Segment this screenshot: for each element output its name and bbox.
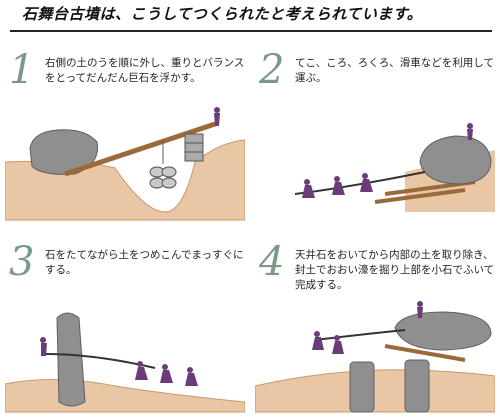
step-number: 4 [259, 239, 285, 285]
step-panel-2: 2 てこ、ころ、ろくろ、滑車などを利用して運ぶ。 [255, 40, 495, 225]
step-caption: 右側の土のうを順に外し、重りとバランスをとってだんだん巨石を浮かす。 [45, 57, 245, 84]
step-panel-1: 1 右側の土のうを順に外し、重りとバランスをとってだんだん巨石を浮かす。 [5, 40, 245, 225]
step-number: 3 [9, 239, 35, 285]
step-caption: 石をたてながら土をつめこんでまっすぐにする。 [45, 249, 244, 276]
stone-raising-illustration [5, 312, 245, 413]
page-title: 石舞台古墳は、こうしてつくられたと考えられています。 [22, 5, 423, 23]
step-panel-4: 4 天井石をおいてから内部の土を取り除き、封土でおおい濠を掘り上部を小石でふいて… [255, 232, 495, 417]
step-number: 2 [259, 47, 285, 93]
title-divider [10, 30, 492, 32]
step-number: 1 [9, 47, 35, 93]
step-caption: 天井石をおいてから内部の土を取り除き、封土でおおい濠を掘り上部を小石でふいて完成… [295, 249, 495, 291]
step-caption: てこ、ころ、ろくろ、滑車などを利用して運ぶ。 [295, 57, 494, 84]
capstone-completion-illustration [255, 301, 495, 413]
lever-lifting-illustration [5, 107, 245, 221]
step-panel-3: 3 石をたてながら土をつめこんでまっすぐにする。 [5, 232, 245, 417]
rope-transport-illustration [294, 123, 495, 212]
